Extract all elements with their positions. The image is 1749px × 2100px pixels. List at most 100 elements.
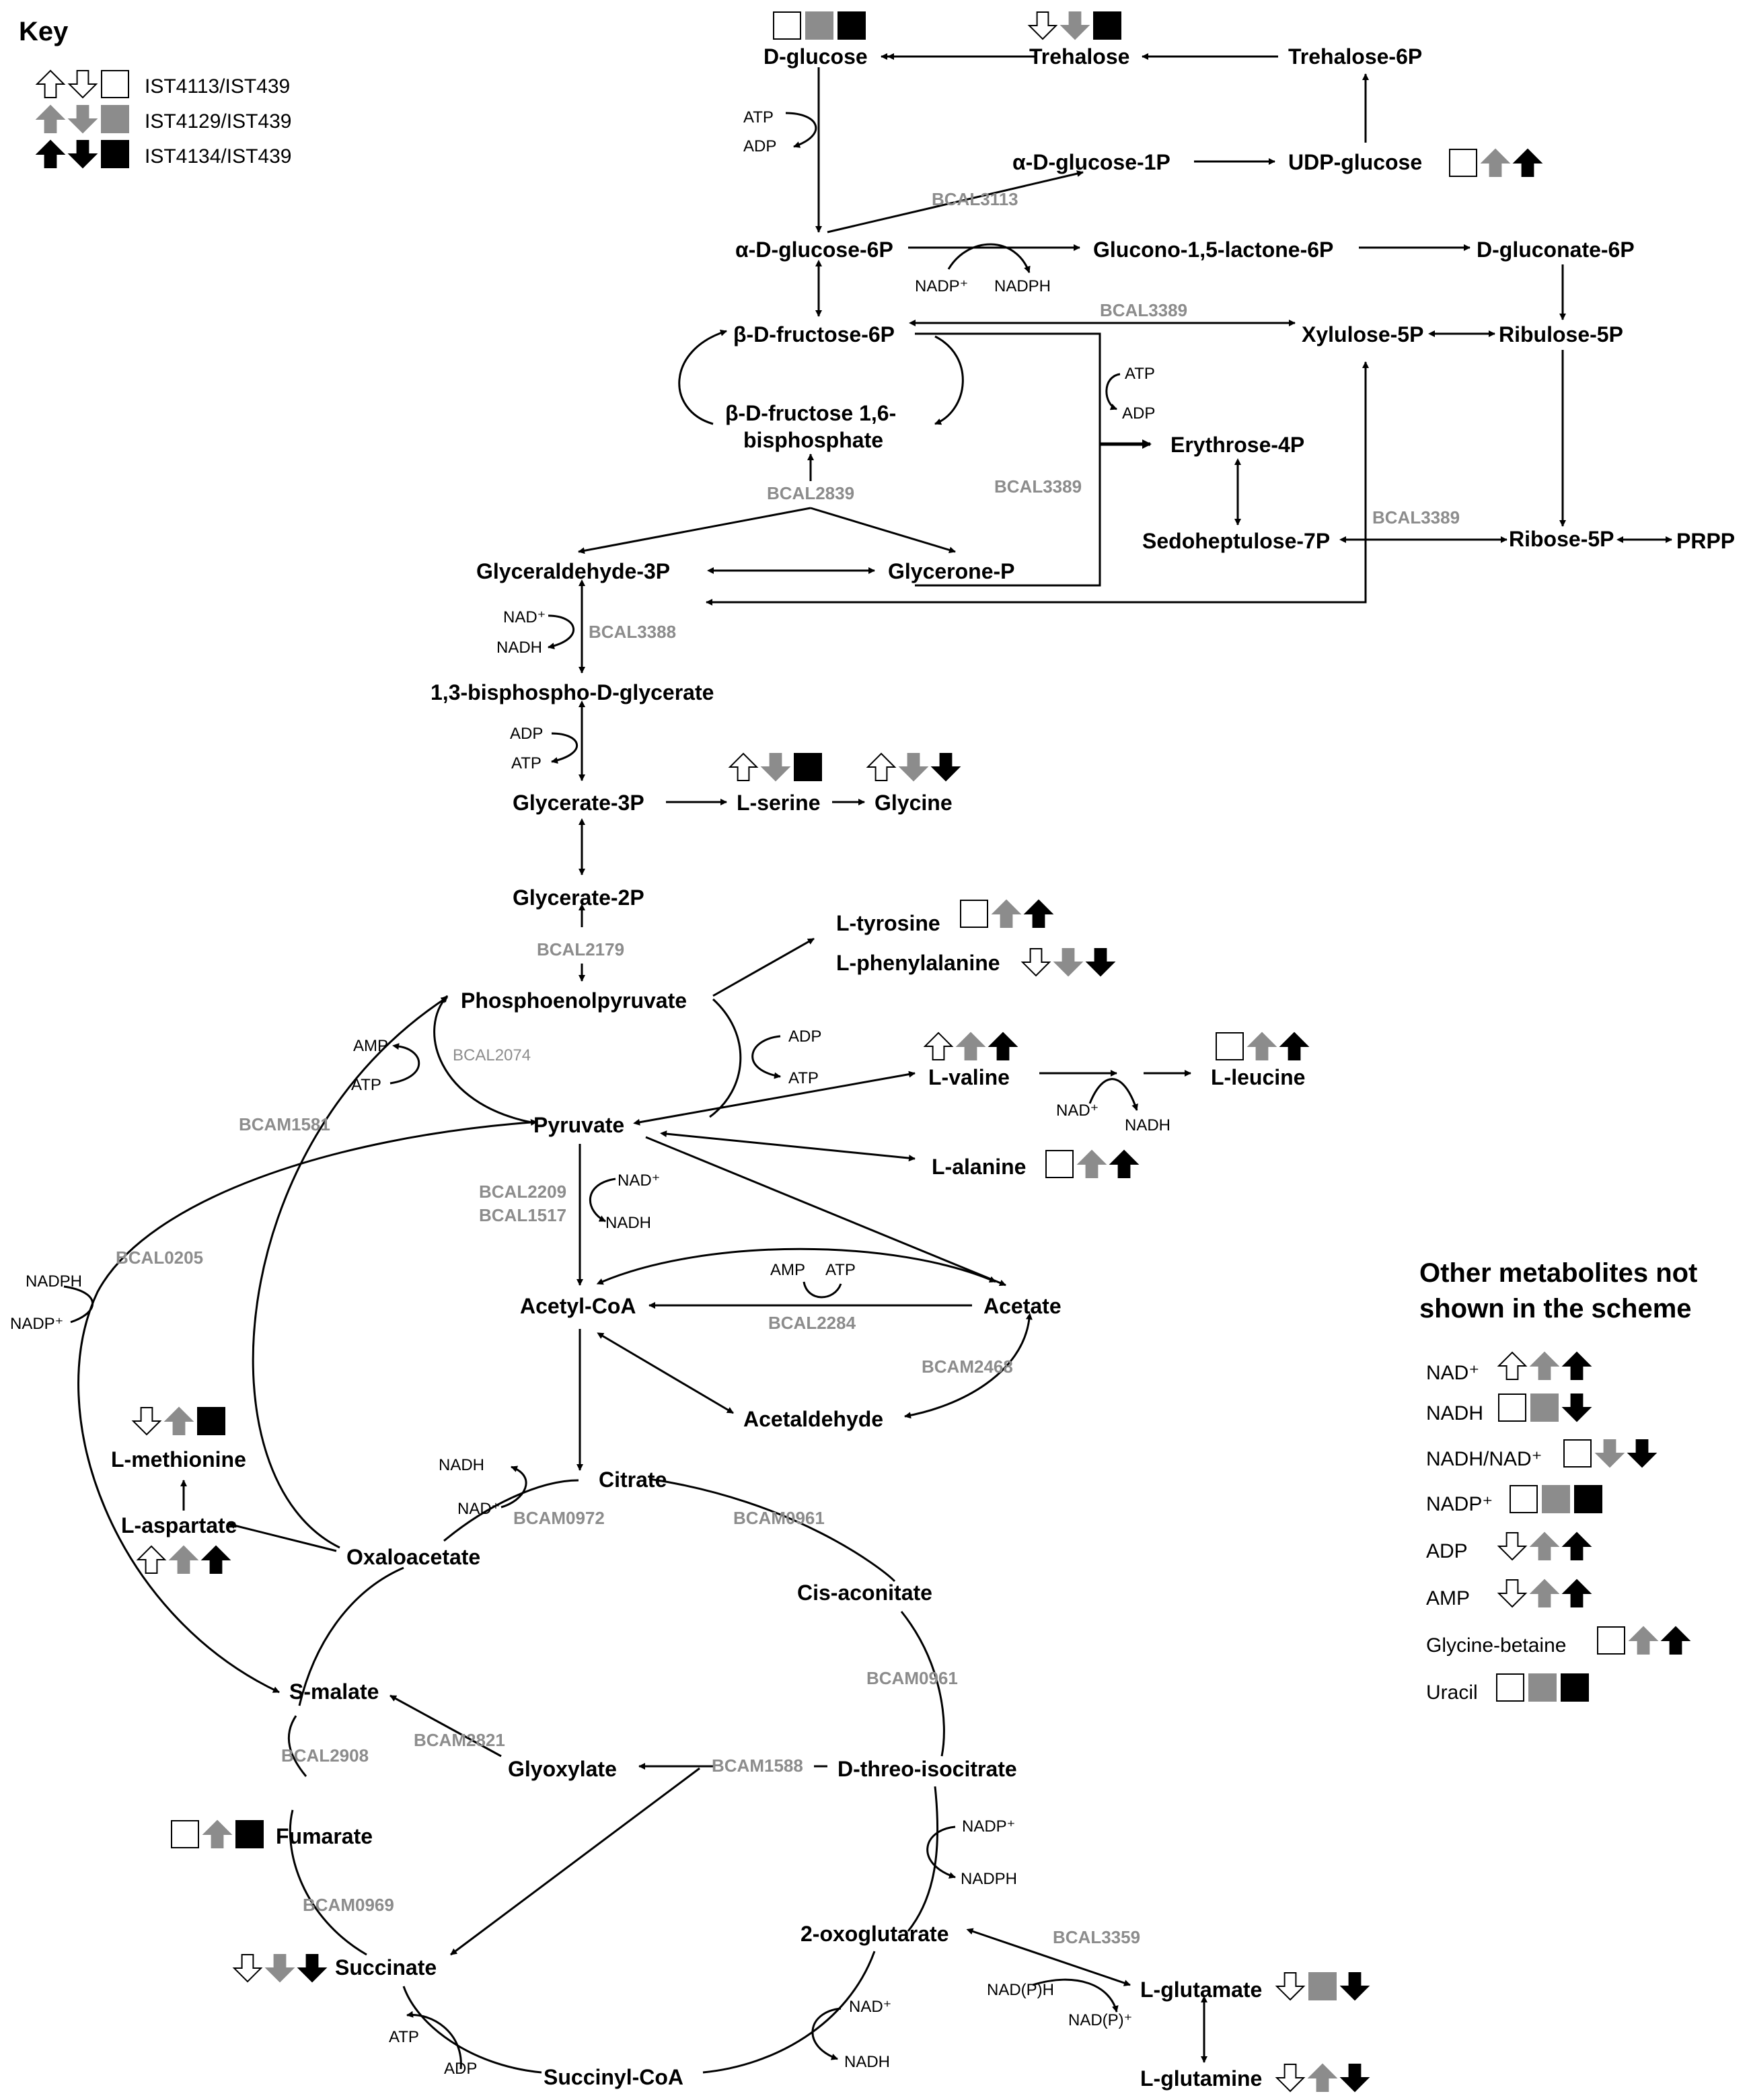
cofactor-nadh: NADH (605, 1214, 651, 1232)
enzyme-bcal3389-a: BCAL3389 (1100, 300, 1187, 320)
enzyme-bcam1588: BCAM1588 (712, 1755, 803, 1776)
cofactor-curve-atp-adp-1 (785, 112, 817, 148)
no-change-square-icon (960, 900, 988, 928)
decrease-arrow-icon (1339, 2064, 1370, 2093)
decrease-arrow-icon (232, 1954, 263, 1983)
key-label-1: IST4113/IST439 (145, 75, 290, 98)
tca-succinate-fumarate (289, 1809, 367, 1956)
cofactor-curve-atp-adp-7 (406, 2011, 462, 2070)
cofactor-curve-nadph-p (1032, 1978, 1119, 2013)
edge-aldolase-glycerone (810, 507, 956, 554)
metabolite-xylulose-5p: Xylulose-5P (1302, 322, 1423, 347)
increase-arrow-icon (728, 752, 759, 781)
decrease-arrow-icon (1275, 2064, 1306, 2093)
edge-f6p-fbp (934, 335, 964, 425)
metabolite-fructose-bisp-line1: β-D-fructose 1,6- (725, 401, 896, 425)
cofactor-curve-adp-atp-2 (751, 1035, 781, 1079)
increase-arrow-icon (866, 752, 897, 781)
metabolite-trehalose-6p: Trehalose-6P (1288, 44, 1422, 69)
other-label-nadh: NADH (1426, 1402, 1483, 1424)
metabolite-glyoxylate: Glyoxylate (508, 1757, 617, 1781)
cofactor-nadh: NADH (439, 1456, 484, 1474)
increase-arrow-icon (1561, 1579, 1592, 1607)
metabolite-erythrose-4p: Erythrose-4P (1170, 433, 1304, 457)
cofactor-curve-nad-2 (1088, 1078, 1138, 1111)
decrease-arrow-icon (264, 1954, 295, 1983)
cofactor-curve-nad-5 (811, 2007, 842, 2060)
decrease-arrow-icon (1059, 11, 1090, 40)
enzyme-bcal3113: BCAL3113 (932, 189, 1018, 209)
metabolite-l-valine: L-valine (928, 1065, 1010, 1089)
decrease-arrow-icon (1497, 1532, 1528, 1561)
metabolite-bisphospho-glycerate: 1,3-bisphospho-D-glycerate (431, 680, 714, 704)
metabolite-d-threo-isocitrate: D-threo-isocitrate (838, 1757, 1017, 1781)
enzyme-bcal3389-b: BCAL3389 (994, 476, 1082, 497)
metabolite-sedoheptulose-7p: Sedoheptulose-7P (1142, 529, 1330, 553)
cofactor-nadh: NADH (1125, 1116, 1170, 1134)
decrease-arrow-icon (1053, 948, 1084, 977)
edge-pyruvate-acetate (645, 1136, 1006, 1287)
edge-fbp-f6p (678, 329, 727, 425)
enzyme-labels: BCAL3113 BCAL3389 BCAL3389 BCAL3389 BCAL… (116, 189, 1460, 1947)
no-change-square-icon (1597, 1626, 1625, 1655)
decrease-arrow-icon (1627, 1439, 1658, 1468)
enzyme-bcam2468: BCAM2468 (922, 1356, 1013, 1377)
metabolite-s-malate: S-malate (289, 1679, 379, 1704)
cofactor-curve-nadp (947, 243, 1031, 273)
other-metabolites-panel: Other metabolites not shown in the schem… (1419, 1258, 1697, 1704)
increase-arrow-icon (1561, 1351, 1592, 1380)
no-change-square-icon (1528, 1673, 1557, 1702)
metabolite-udp-glucose: UDP-glucose (1288, 150, 1422, 174)
metabolite-prpp: PRPP (1676, 529, 1735, 553)
increase-arrow-icon (923, 1031, 954, 1060)
metabolite-l-leucine: L-leucine (1211, 1065, 1305, 1089)
edge-xylulose-g3p (706, 363, 1367, 606)
edge-acetylcoa-acetaldehyde (597, 1332, 734, 1414)
key-title: Key (19, 17, 69, 46)
increase-arrow-icon (955, 1031, 986, 1060)
increase-arrow-icon (136, 1545, 167, 1574)
decrease-arrow-icon (1275, 1972, 1306, 2001)
decrease-arrow-icon (297, 1954, 328, 1983)
metabolite-l-glutamine: L-glutamine (1140, 2066, 1262, 2091)
increase-arrow-icon (1529, 1531, 1560, 1560)
other-label-uracil: Uracil (1426, 1681, 1478, 1704)
increase-arrow-icon (1512, 148, 1543, 177)
cofactor-nadph-p: NAD(P)H (987, 1981, 1054, 1999)
metabolite-l-glutamate: L-glutamate (1140, 1978, 1262, 2002)
increase-arrow-icon (1529, 1351, 1560, 1380)
cofactor-atp: ATP (351, 1076, 381, 1094)
increase-arrow-icon (1660, 1626, 1691, 1655)
metabolite-succinyl-coa: Succinyl-CoA (544, 2065, 683, 2089)
cofactor-atp: ATP (788, 1069, 819, 1087)
metabolite-l-aspartate: L-aspartate (121, 1513, 237, 1537)
increase-arrow-icon (35, 139, 66, 168)
decrease-arrow-icon (131, 1407, 162, 1436)
metabolite-a-d-glucose-6p: α-D-glucose-6P (735, 238, 893, 262)
metabolite-ribulose-5p: Ribulose-5P (1499, 322, 1623, 347)
metabolite-acetate: Acetate (983, 1294, 1062, 1318)
no-change-square-icon (235, 1820, 264, 1848)
other-label-nadh-nad: NADH/NAD⁺ (1426, 1448, 1542, 1470)
edge-pyruvate-alanine (660, 1130, 916, 1162)
tca-cisaconitate-isocitrate (900, 1611, 945, 1757)
cofactor-nadph: NADPH (961, 1870, 1017, 1888)
no-change-square-icon (1093, 11, 1121, 40)
tca-isocitrate-oxoglutarate (907, 1786, 939, 1932)
metabolite-ribose-5p: Ribose-5P (1509, 527, 1614, 551)
decrease-arrow-icon (67, 70, 98, 99)
metabolite-l-serine: L-serine (737, 791, 820, 815)
cofactor-atp: ATP (1125, 365, 1155, 383)
cofactor-nadh: NADH (496, 639, 542, 657)
no-change-square-icon (1574, 1485, 1602, 1513)
decrease-arrow-icon (67, 140, 98, 169)
metabolite-2-oxoglutarate: 2-oxoglutarate (801, 1922, 948, 1946)
increase-arrow-icon (1279, 1031, 1310, 1060)
no-change-square-icon (197, 1407, 225, 1435)
increase-arrow-icon (1529, 1579, 1560, 1607)
decrease-arrow-icon (1339, 1972, 1370, 2001)
edge-f6p-g3p-loop (915, 332, 1101, 587)
increase-arrow-icon (1628, 1626, 1659, 1655)
cofactor-nadph: NADPH (26, 1272, 82, 1291)
